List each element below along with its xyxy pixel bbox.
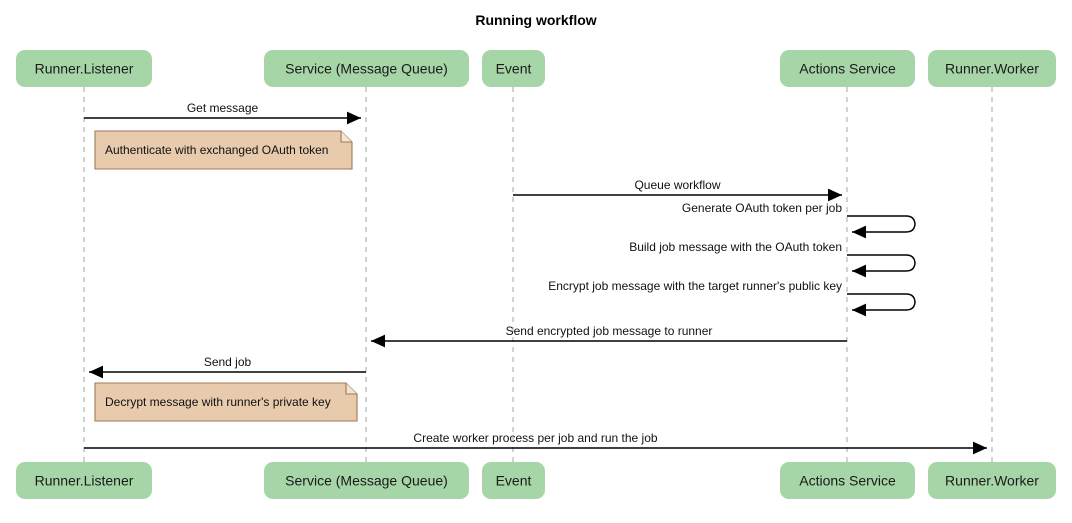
message-label: Send job	[204, 355, 252, 369]
note-authenticate: Authenticate with exchanged OAuth token	[94, 130, 353, 170]
message-get-message[interactable]: Get message	[84, 101, 361, 125]
participants-bottom-group: Runner.Listener Service (Message Queue) Ev…	[16, 462, 1056, 499]
participant-box	[780, 50, 915, 87]
message-build-job-message[interactable]: Build job message with the OAuth token	[629, 240, 916, 278]
message-encrypt-job-message[interactable]: Encrypt job message with the target runn…	[548, 279, 916, 317]
participant-runner-listener-bottom[interactable]: Runner.Listener	[16, 462, 152, 499]
message-send-job[interactable]: Send job	[89, 355, 366, 379]
message-send-encrypted-job-message[interactable]: Send encrypted job message to runner	[371, 324, 847, 348]
message-arrow	[847, 215, 916, 239]
message-arrow	[847, 254, 916, 278]
note-fold-corner-icon	[345, 383, 357, 395]
participant-box	[928, 462, 1056, 499]
participant-label: Event	[496, 473, 532, 489]
message-generate-oauth-token[interactable]: Generate OAuth token per job	[682, 201, 916, 239]
participant-actions-service-bottom[interactable]: Actions Service	[780, 462, 915, 499]
participant-box	[482, 50, 545, 87]
note-fold-corner-icon	[340, 131, 352, 143]
participant-label: Service (Message Queue)	[285, 473, 448, 489]
participant-runner-worker-top[interactable]: Runner.Worker	[928, 50, 1056, 87]
participant-label: Actions Service	[799, 61, 896, 77]
message-label: Encrypt job message with the target runn…	[548, 279, 842, 293]
message-label: Create worker process per job and run th…	[413, 431, 657, 445]
participant-runner-listener-top[interactable]: Runner.Listener	[16, 50, 152, 87]
note-decrypt: Decrypt message with runner's private ke…	[94, 382, 358, 422]
message-label: Generate OAuth token per job	[682, 201, 842, 215]
participant-label: Runner.Worker	[945, 473, 1039, 489]
participant-box	[780, 462, 915, 499]
participant-service-mq-top[interactable]: Service (Message Queue)	[264, 50, 469, 87]
participant-runner-worker-bottom[interactable]: Runner.Worker	[928, 462, 1056, 499]
message-label: Build job message with the OAuth token	[629, 240, 842, 254]
note-label: Authenticate with exchanged OAuth token	[105, 143, 328, 157]
message-label: Queue workflow	[634, 178, 720, 192]
page-title: Running workflow	[475, 12, 596, 28]
note-body	[94, 382, 358, 422]
participant-label: Runner.Listener	[35, 61, 134, 77]
participant-label: Actions Service	[799, 473, 896, 489]
participant-label: Service (Message Queue)	[285, 61, 448, 77]
message-label: Send encrypted job message to runner	[506, 324, 713, 338]
participants-top-group: Runner.Listener Service (Message Queue) Ev…	[16, 50, 1056, 87]
notes-group: Authenticate with exchanged OAuth tokenD…	[94, 130, 358, 422]
message-create-worker-process[interactable]: Create worker process per job and run th…	[84, 431, 987, 455]
participant-service-mq-bottom[interactable]: Service (Message Queue)	[264, 462, 469, 499]
participant-box	[16, 462, 152, 499]
participant-label: Runner.Listener	[35, 473, 134, 489]
participant-label: Event	[496, 61, 532, 77]
message-label: Get message	[187, 101, 259, 115]
participant-box	[482, 462, 545, 499]
message-arrow	[847, 293, 916, 317]
participant-box	[16, 50, 152, 87]
lifelines-group	[83, 87, 993, 462]
note-label: Decrypt message with runner's private ke…	[105, 395, 331, 409]
note-body	[94, 130, 353, 170]
participant-event-bottom[interactable]: Event	[482, 462, 545, 499]
participant-label: Runner.Worker	[945, 61, 1039, 77]
participant-box	[264, 50, 469, 87]
message-queue-workflow[interactable]: Queue workflow	[513, 178, 842, 202]
participant-box	[264, 462, 469, 499]
participant-actions-service-top[interactable]: Actions Service	[780, 50, 915, 87]
participant-box	[928, 50, 1056, 87]
participant-event-top[interactable]: Event	[482, 50, 545, 87]
